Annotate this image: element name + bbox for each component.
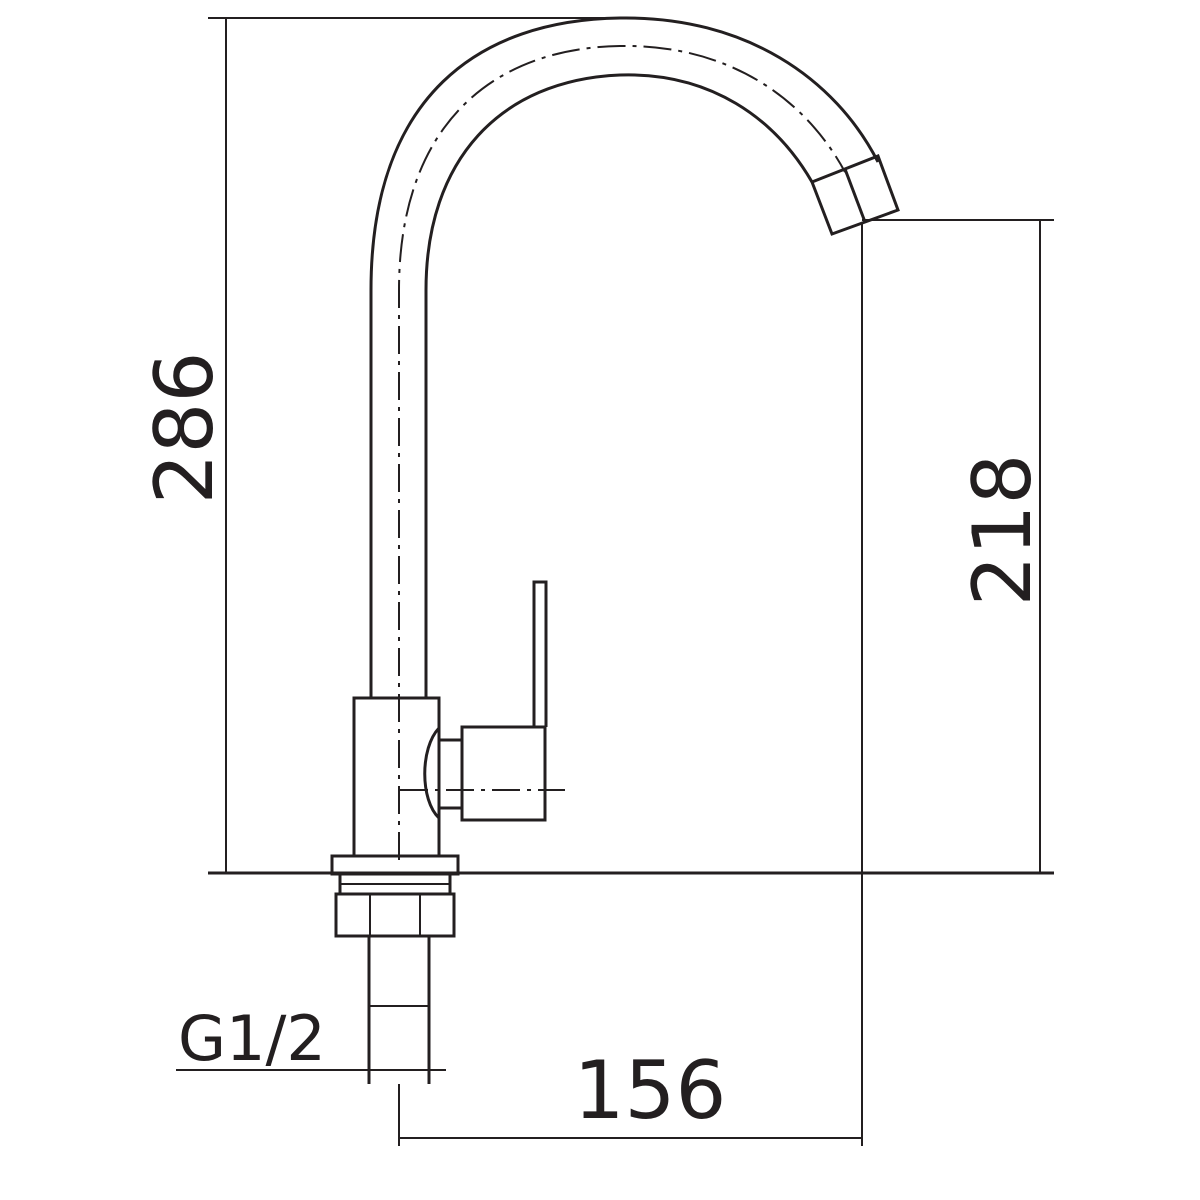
dimension-total-height: 286 xyxy=(138,17,640,873)
faucet-spout xyxy=(369,16,880,860)
dimension-thread: G1/2 xyxy=(176,1002,446,1084)
dimension-reach: 156 xyxy=(398,1044,862,1146)
inlet-pipe xyxy=(367,936,431,1084)
mounting-nut xyxy=(330,854,460,938)
thread-label: G1/2 xyxy=(178,1002,326,1075)
reach-label: 156 xyxy=(574,1044,727,1137)
dimension-spout-height: 218 xyxy=(862,219,1054,873)
aerator-nozzle xyxy=(810,154,900,1146)
faucet-handle xyxy=(400,580,565,822)
spout-height-label: 218 xyxy=(956,454,1049,607)
total-height-label: 286 xyxy=(138,352,231,505)
faucet-body xyxy=(352,696,462,858)
